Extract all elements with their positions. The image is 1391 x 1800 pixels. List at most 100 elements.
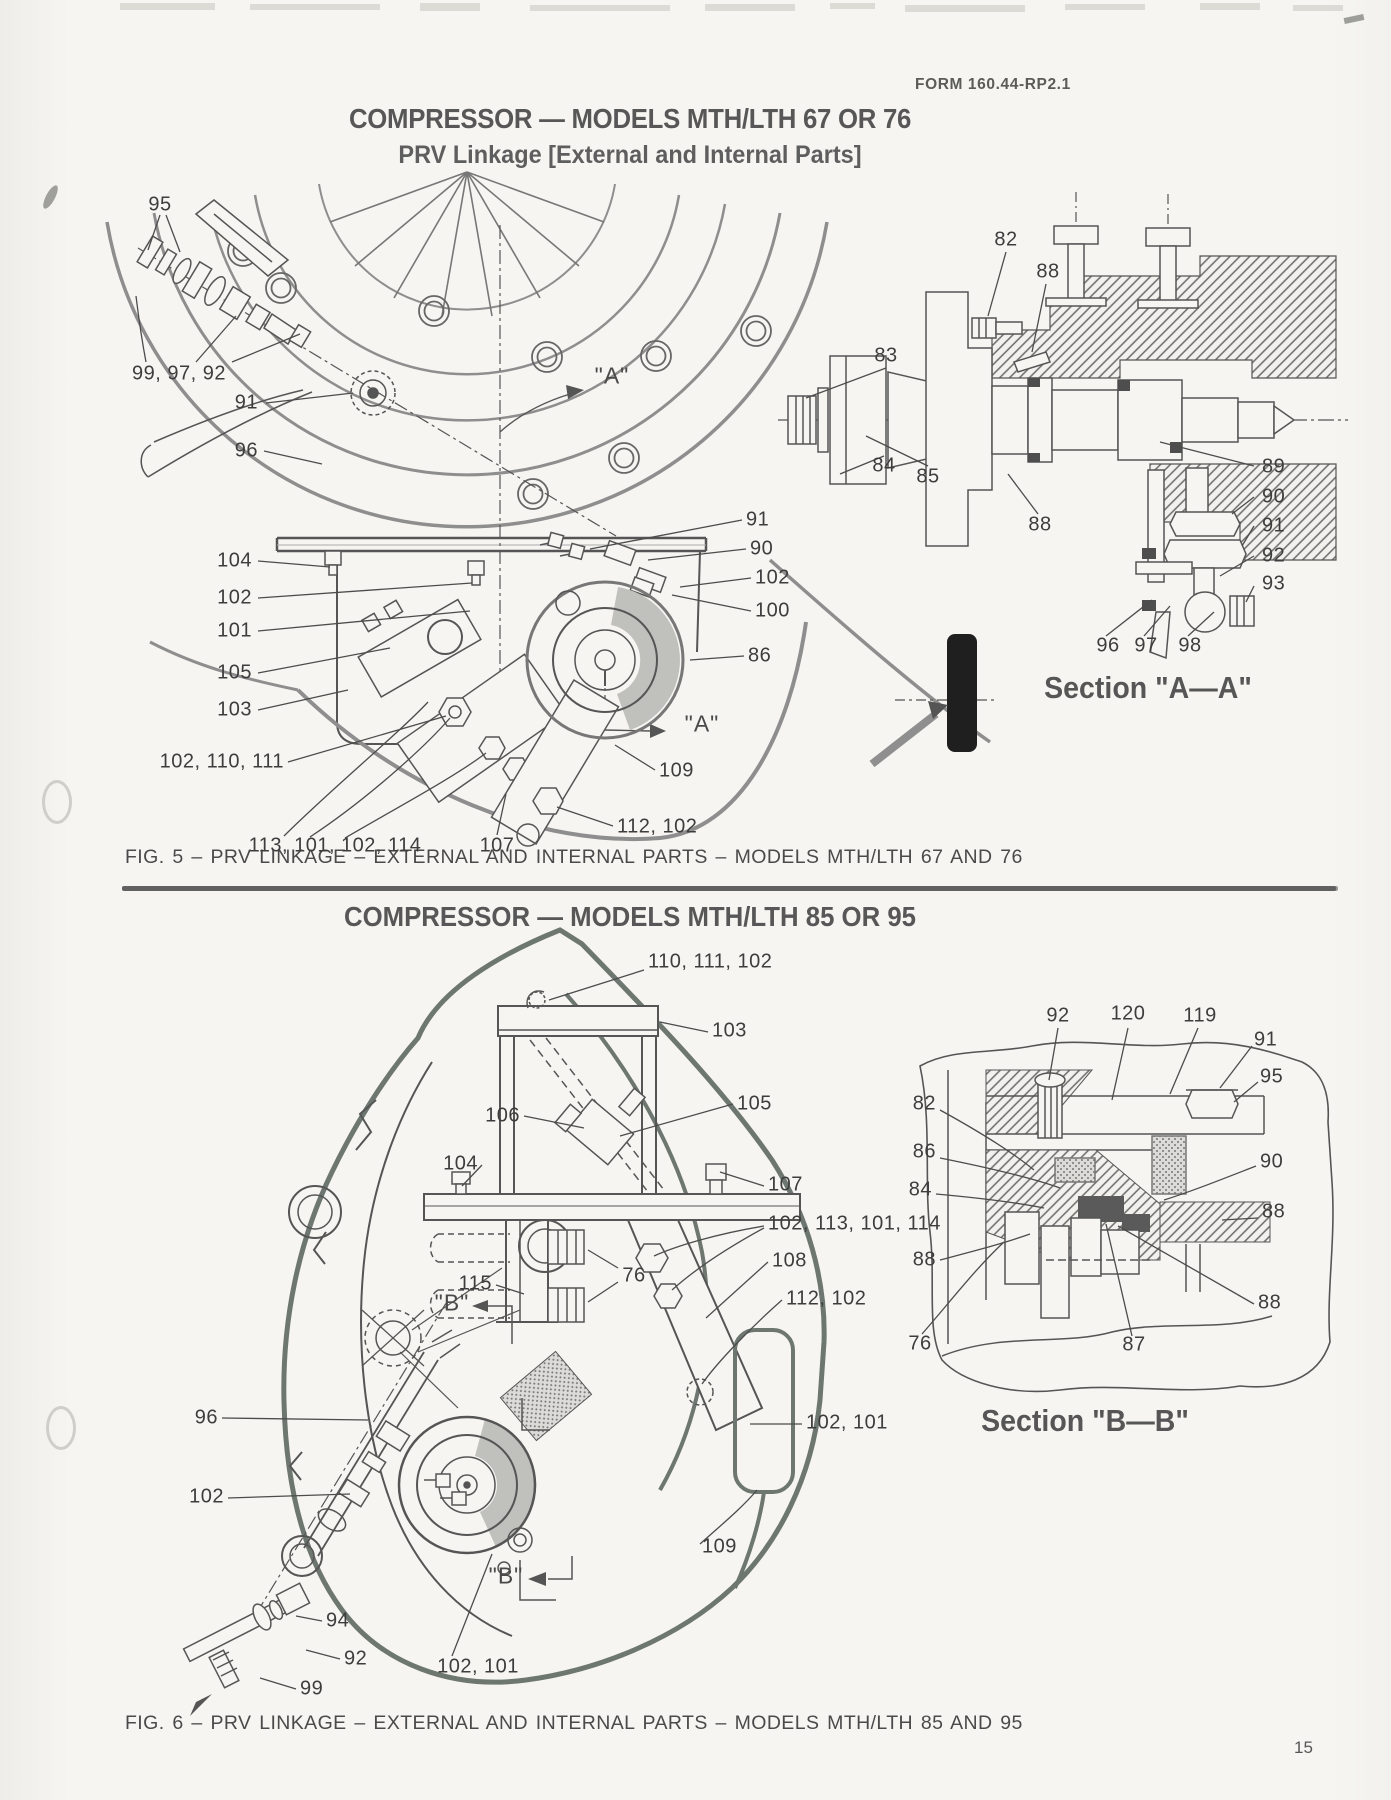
scan-artifact — [830, 3, 875, 9]
figure6-section-bb — [919, 1041, 1334, 1393]
part-number-label: 89 — [1262, 455, 1286, 478]
part-number-label: 96 — [194, 1406, 218, 1429]
part-number-label: 102, 101 — [806, 1411, 888, 1434]
part-number-label: 109 — [659, 759, 694, 782]
part-number-label: 109 — [702, 1535, 737, 1558]
section-cut-label: "A" — [594, 362, 630, 389]
figure6-title: COMPRESSOR — MODELS MTH/LTH 85 OR 95 — [343, 901, 917, 932]
part-number-label: 107 — [479, 834, 515, 857]
part-number-label: 82 — [994, 228, 1018, 251]
part-number-label: 95 — [1260, 1065, 1284, 1088]
part-number-label: 86 — [912, 1140, 936, 1163]
part-number-label: 102 — [189, 1485, 224, 1508]
part-number-label: 84 — [908, 1178, 932, 1201]
section-cut-label: "A" — [684, 710, 720, 737]
part-number-label: 96 — [1096, 634, 1120, 657]
part-number-label: 88 — [1028, 513, 1052, 536]
part-number-label: 97 — [1134, 634, 1158, 657]
punch-hole — [42, 780, 72, 824]
part-number-label: 95 — [148, 193, 172, 216]
part-number-label: 90 — [1262, 485, 1286, 508]
form-number: FORM 160.44-RP2.1 — [915, 76, 1071, 93]
part-number-label: 103 — [712, 1019, 747, 1042]
part-number-label: 91 — [1262, 514, 1286, 537]
part-number-label: 106 — [485, 1104, 520, 1127]
part-number-label: 119 — [1183, 1004, 1217, 1027]
page-number: 15 — [1294, 1738, 1313, 1757]
part-number-label: 94 — [326, 1609, 350, 1632]
figure5-title-line1: COMPRESSOR — MODELS MTH/LTH 67 OR 76 — [348, 103, 912, 134]
part-number-label: 112, 102 — [786, 1287, 867, 1310]
part-number-label: 115 — [458, 1272, 492, 1295]
part-number-label: 101 — [217, 619, 252, 642]
part-number-label: 98 — [1178, 634, 1202, 657]
part-number-label: 90 — [750, 537, 774, 560]
part-number-label: 113, 101, 102, 114 — [248, 834, 422, 857]
scan-artifact — [1200, 3, 1260, 10]
figure5-title-line2: PRV Linkage [External and Internal Parts… — [398, 141, 862, 169]
part-number-label: 91 — [1254, 1028, 1278, 1051]
punch-hole — [46, 1406, 76, 1450]
scan-artifact — [1065, 4, 1145, 10]
part-number-label: 96 — [234, 439, 258, 462]
part-number-label: 76 — [622, 1264, 646, 1287]
scan-artifact — [250, 4, 380, 10]
figure6-caption: FIG. 6 – PRV LINKAGE – EXTERNAL AND INTE… — [125, 1712, 1023, 1734]
part-number-label: 102 — [755, 566, 790, 589]
scan-artifact — [530, 5, 670, 11]
section-cut-label: "B" — [488, 1562, 524, 1589]
section-aa-title: Section "A—A" — [1044, 670, 1252, 705]
part-number-label: 108 — [772, 1249, 807, 1272]
part-number-label: 93 — [1262, 572, 1286, 595]
scan-artifact — [905, 5, 1025, 12]
part-number-label: 104 — [217, 549, 252, 572]
part-number-label: 102, 101 — [437, 1655, 519, 1678]
part-number-label: 120 — [1110, 1002, 1146, 1025]
figure6-left-view — [182, 927, 827, 1716]
part-number-label: 91 — [746, 508, 770, 531]
figure5-leader-lines — [135, 214, 752, 839]
part-number-label: 102 — [217, 586, 252, 609]
figure6-leader-lines — [221, 969, 802, 1690]
part-number-label: 92 — [1262, 544, 1286, 567]
figure5-caption: FIG. 5 – PRV LINKAGE – EXTERNAL AND INTE… — [125, 846, 1023, 868]
scan-artifact — [1293, 5, 1343, 11]
part-number-label: 88 — [1258, 1291, 1282, 1314]
part-number-label: 99 — [300, 1677, 324, 1700]
part-number-label: 85 — [916, 465, 940, 488]
part-number-label: 88 — [1262, 1200, 1286, 1223]
part-number-label: 83 — [874, 344, 898, 367]
scan-artifact — [420, 3, 480, 11]
part-number-label: 107 — [768, 1173, 803, 1196]
scan-artifact — [705, 4, 795, 11]
figure6-section-leaders — [921, 1027, 1259, 1337]
part-number-label: 92 — [344, 1647, 368, 1670]
part-number-label: 105 — [737, 1092, 772, 1115]
section-bb-title: Section "B—B" — [981, 1403, 1189, 1438]
part-number-label: 90 — [1260, 1150, 1284, 1173]
part-number-label: 92 — [1046, 1004, 1070, 1027]
part-number-label: 110, 111, 102 — [648, 950, 773, 973]
section-divider — [122, 886, 1336, 891]
part-number-label: 76 — [908, 1332, 932, 1355]
part-number-label: 88 — [912, 1248, 936, 1271]
part-number-label: 105 — [217, 661, 252, 684]
part-number-label: 103 — [217, 698, 252, 721]
part-number-label: 104 — [443, 1152, 478, 1175]
part-number-label: 86 — [748, 644, 772, 667]
part-number-label: 99, 97, 92 — [132, 362, 226, 385]
part-number-label: 87 — [1122, 1333, 1146, 1356]
section-cut-label: "B" — [434, 1289, 470, 1316]
part-number-label: 91 — [234, 391, 258, 414]
scan-artifact — [120, 3, 215, 10]
part-number-label: 84 — [872, 454, 896, 477]
part-number-label: 88 — [1036, 260, 1060, 283]
part-number-label: 102, 113, 101, 114 — [768, 1212, 941, 1235]
figure5-section-aa — [778, 192, 1348, 768]
part-number-label: 102, 110, 111 — [159, 750, 284, 773]
figure5-left-view — [105, 171, 992, 847]
part-number-label: 112, 102 — [617, 815, 698, 838]
part-number-label: 82 — [912, 1092, 936, 1115]
